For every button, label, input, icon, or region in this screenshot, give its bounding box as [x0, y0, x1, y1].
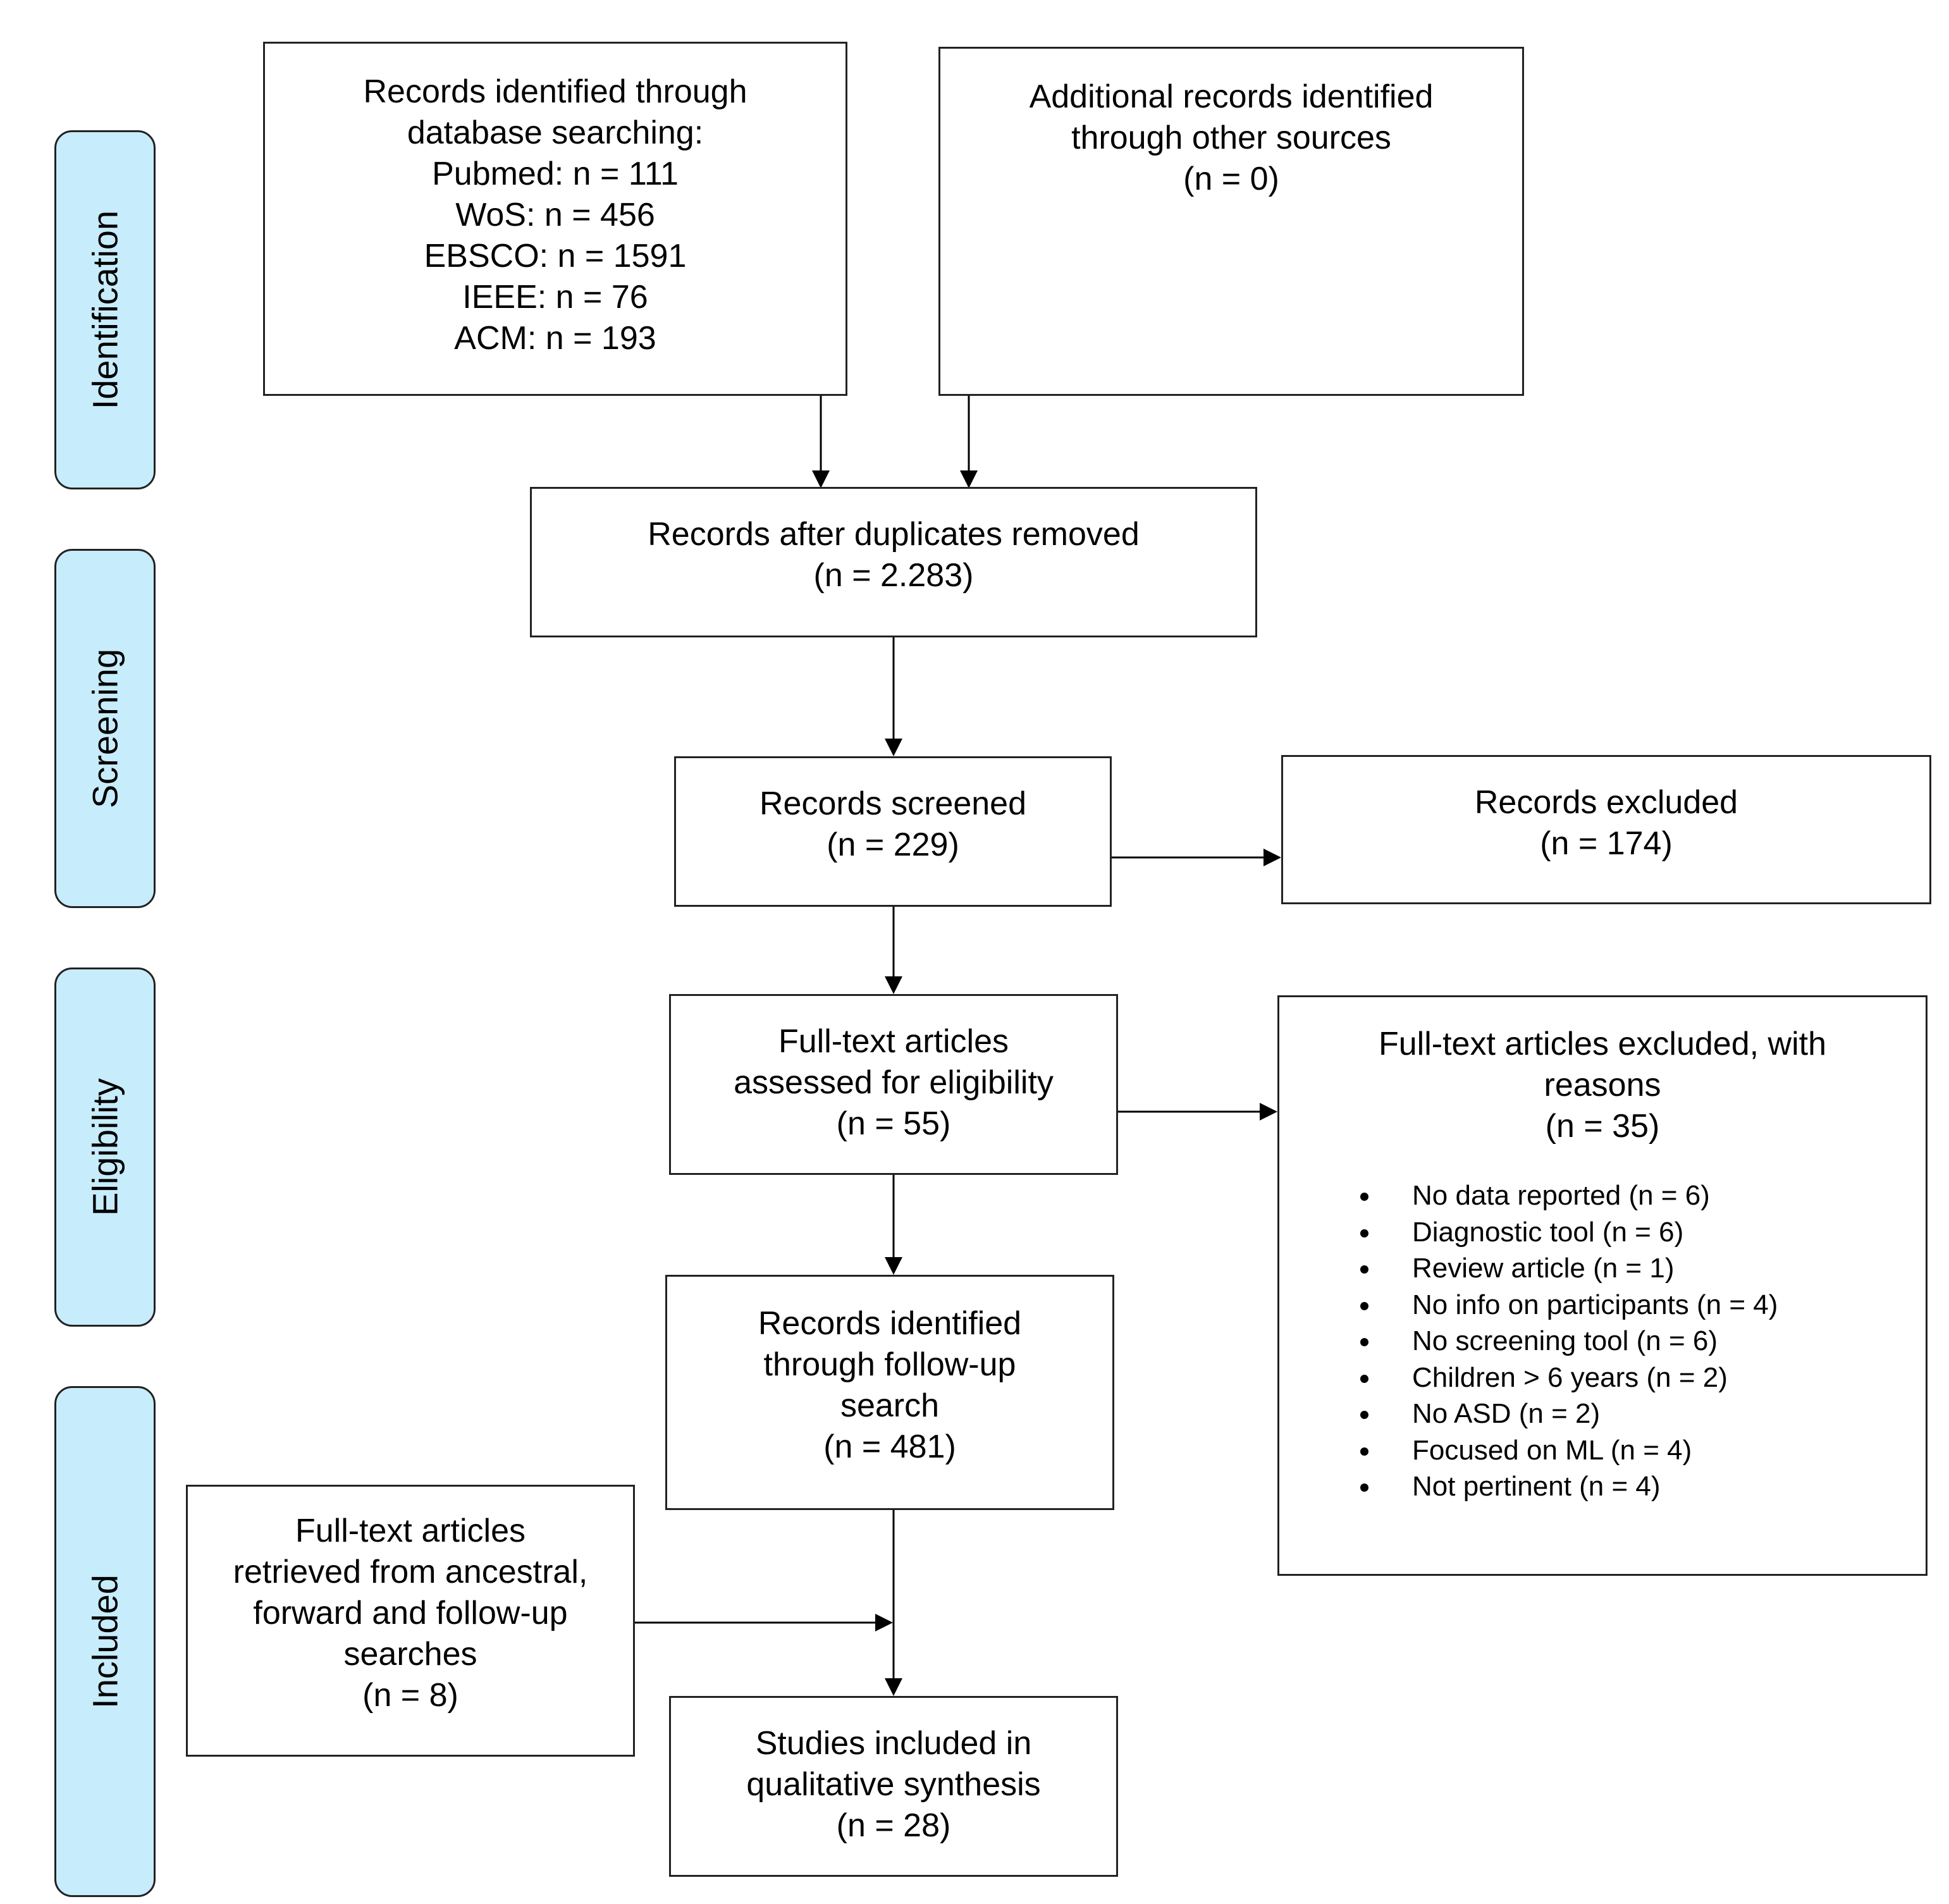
fulltext-excluded-line-2: reasons	[1544, 1067, 1661, 1103]
ancestral-forward-line-3: forward and follow-up	[253, 1595, 568, 1631]
arrowhead-screened-to-fulltext	[885, 976, 902, 994]
excluded-line-2: (n = 174)	[1540, 825, 1673, 862]
exclusion-reason-item: Focused on ML (n = 4)	[1355, 1432, 1926, 1469]
followup-search-box: Records identified through follow-up sea…	[665, 1275, 1114, 1510]
followup-search-line-3: search	[840, 1387, 940, 1424]
fulltext-assessed-line-3: (n = 55)	[836, 1105, 951, 1142]
arrowhead-screened-to-excluded	[1263, 849, 1281, 866]
other-sources-line-1: Additional records identified	[1029, 78, 1434, 115]
database-search-line-7: ACM: n = 193	[454, 320, 656, 357]
screened-box: Records screened (n = 229)	[674, 756, 1112, 907]
database-search-box: Records identified through database sear…	[263, 42, 847, 396]
arrowhead-ancestral-to-included	[875, 1614, 893, 1631]
arrowhead-fulltext-to-followup	[885, 1257, 902, 1275]
included-studies-box: Studies included in qualitative synthesi…	[669, 1696, 1118, 1877]
database-search-line-3: Pubmed: n = 111	[432, 156, 679, 192]
exclusion-reason-item: No ASD (n = 2)	[1355, 1396, 1926, 1432]
ancestral-forward-line-2: retrieved from ancestral,	[233, 1554, 588, 1590]
database-search-line-5: EBSCO: n = 1591	[424, 238, 687, 274]
fulltext-assessed-line-2: assessed for eligibility	[734, 1064, 1054, 1101]
duplicates-removed-box: Records after duplicates removed (n = 2.…	[530, 487, 1257, 637]
other-sources-box: Additional records identified through ot…	[938, 47, 1524, 396]
phase-screening-label: Screening	[85, 648, 125, 809]
screened-line-2: (n = 229)	[827, 826, 959, 863]
database-search-line-6: IEEE: n = 76	[462, 279, 648, 316]
phase-included-label: Included	[85, 1575, 125, 1709]
phase-eligibility: Eligibility	[54, 967, 156, 1327]
included-studies-line-3: (n = 28)	[836, 1807, 951, 1844]
excluded-line-1: Records excluded	[1474, 784, 1738, 821]
arrowhead-followup-to-included	[885, 1678, 902, 1696]
exclusion-reason-item: Diagnostic tool (n = 6)	[1355, 1214, 1926, 1251]
ancestral-forward-line-1: Full-text articles	[295, 1513, 526, 1549]
other-sources-line-3: (n = 0)	[1183, 161, 1279, 197]
fulltext-excluded-box: Full-text articles excluded, with reason…	[1277, 995, 1927, 1576]
ancestral-forward-line-5: (n = 8)	[362, 1677, 458, 1714]
database-search-line-1: Records identified through	[363, 73, 747, 110]
included-studies-line-1: Studies included in	[755, 1725, 1032, 1762]
fulltext-assessed-line-1: Full-text articles	[778, 1023, 1009, 1060]
followup-search-line-2: through follow-up	[763, 1346, 1016, 1383]
phase-included: Included	[54, 1386, 156, 1897]
phase-screening: Screening	[54, 549, 156, 908]
exclusion-reason-item: Review article (n = 1)	[1355, 1250, 1926, 1287]
exclusion-reason-item: No screening tool (n = 6)	[1355, 1323, 1926, 1360]
exclusion-reason-item: No data reported (n = 6)	[1355, 1177, 1926, 1214]
database-search-line-2: database searching:	[407, 114, 704, 151]
ancestral-forward-box: Full-text articles retrieved from ancest…	[186, 1485, 635, 1757]
excluded-box: Records excluded (n = 174)	[1281, 755, 1931, 904]
screened-line-1: Records screened	[759, 785, 1026, 822]
fulltext-assessed-box: Full-text articles assessed for eligibil…	[669, 994, 1118, 1175]
fulltext-excluded-line-1: Full-text articles excluded, with	[1378, 1026, 1827, 1062]
ancestral-forward-line-4: searches	[343, 1636, 477, 1673]
duplicates-removed-line-2: (n = 2.283)	[813, 557, 974, 594]
exclusion-reasons-list: No data reported (n = 6) Diagnostic tool…	[1279, 1177, 1926, 1505]
database-search-line-4: WoS: n = 456	[455, 197, 655, 233]
phase-identification: Identification	[54, 130, 156, 489]
arrowhead-database-to-duplicates	[812, 470, 830, 488]
arrowhead-other-to-duplicates	[960, 470, 978, 488]
exclusion-reason-item: Not pertinent (n = 4)	[1355, 1468, 1926, 1505]
other-sources-line-2: through other sources	[1071, 120, 1391, 156]
exclusion-reason-item: No info on participants (n = 4)	[1355, 1287, 1926, 1324]
followup-search-line-4: (n = 481)	[823, 1428, 956, 1465]
included-studies-line-2: qualitative synthesis	[746, 1766, 1041, 1803]
fulltext-excluded-line-3: (n = 35)	[1545, 1108, 1660, 1145]
phase-eligibility-label: Eligibility	[85, 1078, 125, 1216]
duplicates-removed-line-1: Records after duplicates removed	[648, 516, 1140, 553]
exclusion-reason-item: Children > 6 years (n = 2)	[1355, 1360, 1926, 1396]
followup-search-line-1: Records identified	[758, 1305, 1022, 1342]
arrowhead-duplicates-to-screened	[885, 739, 902, 756]
phase-identification-label: Identification	[85, 210, 125, 410]
arrowhead-fulltext-to-excluded	[1260, 1103, 1277, 1121]
